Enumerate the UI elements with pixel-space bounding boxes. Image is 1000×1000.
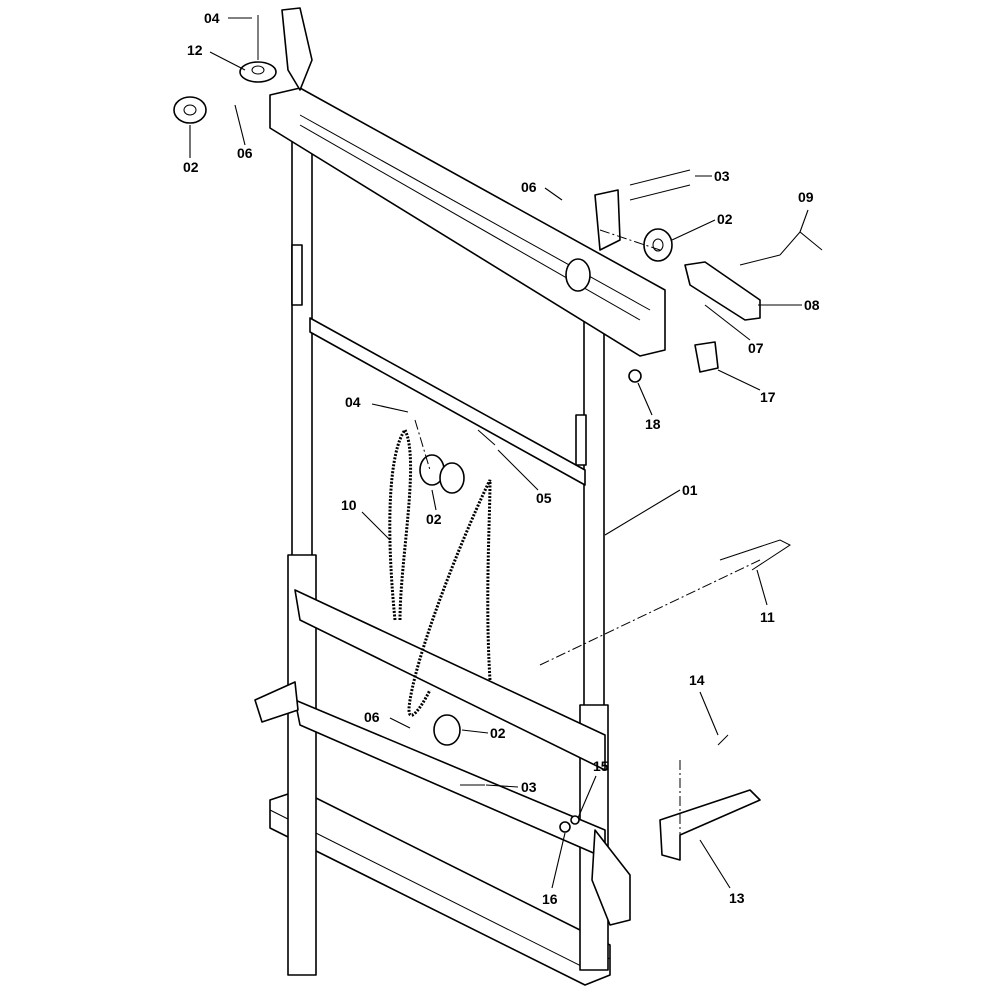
callout-pin-lower: 06 [364,709,380,725]
right-post [583,269,605,711]
leader-line [637,382,653,416]
callout-bolts-top-right: 03 [714,168,730,184]
callout-clamp-bracket: 08 [804,297,820,313]
callout-frame: 01 [682,482,698,498]
leader-line [671,219,716,241]
left-post [291,99,313,561]
leader-line [699,691,719,736]
leader-line [604,489,681,536]
leader-line [544,187,563,201]
callout-pulley-top-right: 02 [717,211,733,227]
callout-bolt-top: 04 [204,10,220,26]
callout-nut: 18 [645,416,661,432]
callout-bolt-bracket: 14 [689,672,705,688]
callout-lock-pin: 11 [760,609,775,625]
leader-line [497,449,539,491]
callout-washer: 15 [593,758,609,774]
callout-pin-top-left: 06 [237,145,253,161]
callout-block: 17 [760,389,776,405]
callout-pulley-loose-top-left: 02 [183,159,199,175]
leader-line [361,511,391,541]
callout-chain: 10 [341,497,357,513]
leader-line [431,489,437,511]
leader-line [756,569,768,606]
callout-pulley-top-left: 12 [187,42,203,58]
leader-line [485,784,519,788]
leader-line [577,775,597,819]
callout-handle-screw: 09 [798,189,814,205]
callout-pulleys-middle: 02 [426,511,442,527]
leader-line [799,209,809,233]
leader-line [717,369,761,391]
callout-spring: 07 [748,340,764,356]
callout-bolt-middle: 04 [345,394,361,410]
frame-drawing [173,7,823,986]
callout-nut-lower: 16 [542,891,558,907]
leader-line [371,403,409,413]
leader-line [234,104,246,146]
callout-axle-middle: 05 [536,490,552,506]
callout-pulley-lower: 02 [490,725,506,741]
leader-line [389,717,411,729]
leader-line [704,304,751,341]
leader-line [699,839,731,889]
lower-tube [294,589,606,771]
middle-crossbar [309,317,586,486]
callout-pin-top-right: 06 [521,179,537,195]
leader-line [209,51,246,71]
leader-line [461,729,489,734]
leader-line [551,832,566,889]
callout-axle-lower: 03 [521,779,537,795]
callout-support-bracket: 13 [729,890,745,906]
chain [388,427,413,621]
